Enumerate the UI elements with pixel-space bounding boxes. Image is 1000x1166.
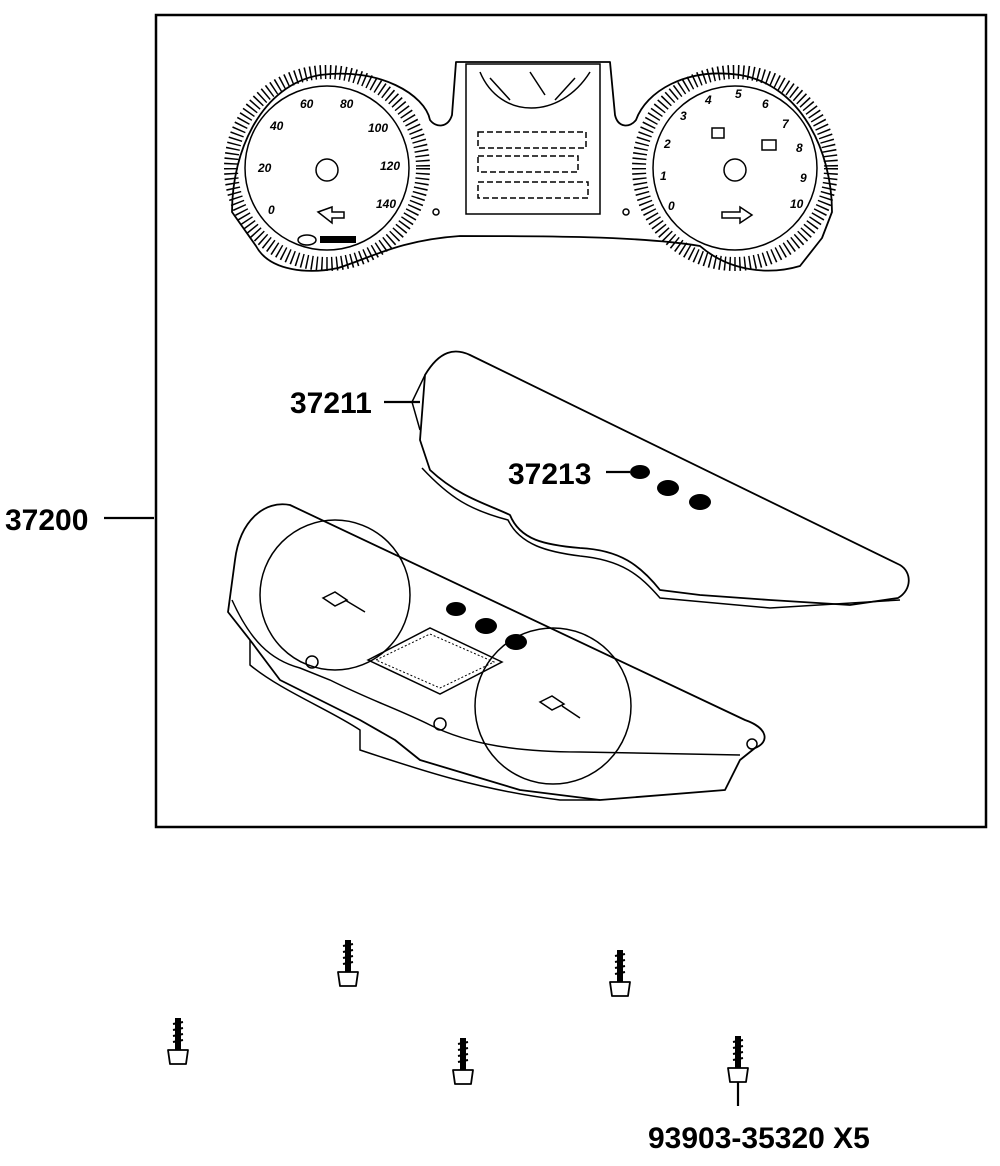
svg-text:5: 5 bbox=[735, 87, 742, 101]
svg-text:100: 100 bbox=[368, 121, 388, 135]
svg-text:8: 8 bbox=[796, 141, 803, 155]
svg-text:2: 2 bbox=[663, 137, 671, 151]
label-button: 37213 bbox=[508, 458, 591, 491]
svg-text:7: 7 bbox=[782, 117, 790, 131]
button-hole-1 bbox=[630, 465, 650, 479]
svg-text:9: 9 bbox=[800, 171, 807, 185]
svg-text:20: 20 bbox=[257, 161, 272, 175]
screw-icon-5 bbox=[727, 1036, 749, 1083]
label-screw: 93903-35320 X5 bbox=[648, 1122, 870, 1155]
svg-text:1: 1 bbox=[660, 169, 667, 183]
button-hole-2 bbox=[657, 480, 679, 496]
svg-text:40: 40 bbox=[269, 119, 284, 133]
speedometer-gauge-icon: 0 20 40 60 80 100 120 140 bbox=[224, 65, 430, 271]
label-lens: 37211 bbox=[290, 387, 372, 420]
lens-cover bbox=[411, 350, 910, 609]
svg-text:60: 60 bbox=[300, 97, 314, 111]
svg-text:120: 120 bbox=[380, 159, 400, 173]
svg-text:4: 4 bbox=[704, 93, 712, 107]
svg-text:140: 140 bbox=[376, 197, 396, 211]
assembly-frame bbox=[154, 13, 988, 829]
screw-icon-2 bbox=[609, 950, 631, 997]
screw-icon-1 bbox=[337, 940, 359, 987]
svg-text:80: 80 bbox=[340, 97, 354, 111]
svg-text:10: 10 bbox=[790, 197, 804, 211]
screw-icon-4 bbox=[452, 1038, 474, 1085]
tachometer-gauge-icon: 0 1 2 3 4 5 678 9 10 bbox=[632, 65, 838, 271]
label-assembly: 37200 bbox=[5, 504, 88, 537]
dial-face: 0 20 40 60 80 100 120 140 0 1 2 3 4 5 678 bbox=[224, 61, 838, 272]
button-hole-3 bbox=[689, 494, 711, 510]
svg-text:0: 0 bbox=[668, 199, 675, 213]
center-display bbox=[465, 63, 601, 215]
cluster-housing bbox=[227, 503, 766, 801]
svg-text:3: 3 bbox=[680, 109, 687, 123]
svg-text:6: 6 bbox=[762, 97, 769, 111]
screw-icon-3 bbox=[167, 1018, 189, 1065]
svg-text:0: 0 bbox=[268, 203, 275, 217]
